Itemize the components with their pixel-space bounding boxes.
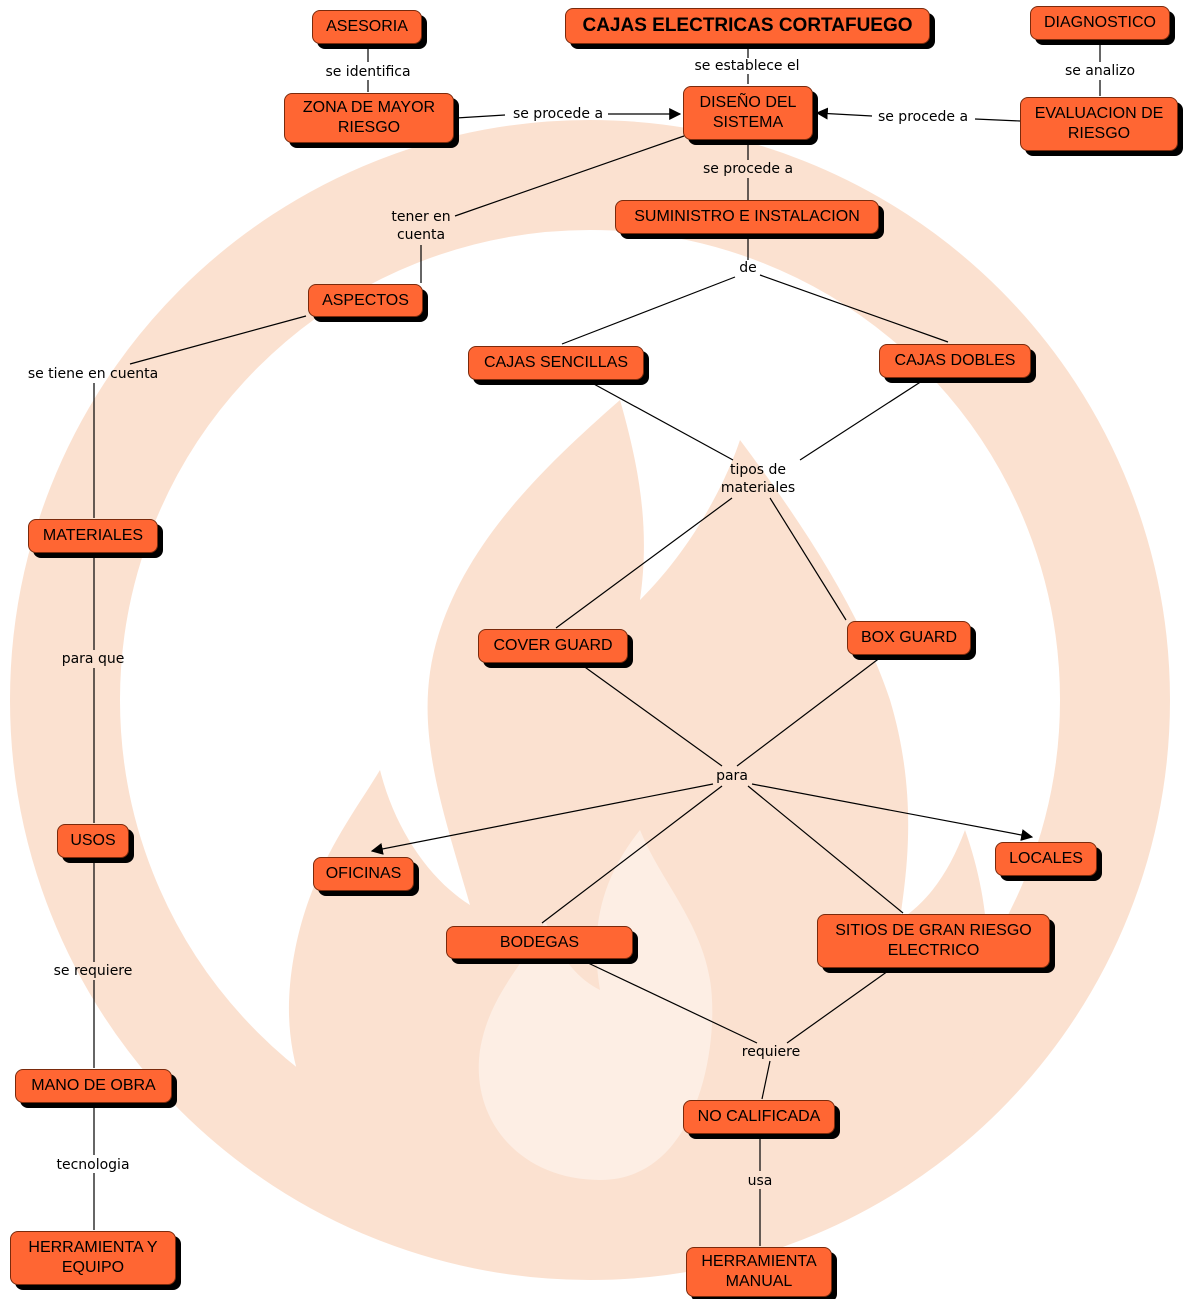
oficinas-node[interactable]: OFICINAS (313, 857, 414, 891)
link-tipos-materiales: tipos de materiales (720, 462, 796, 496)
connector (129, 315, 307, 365)
connector (759, 274, 949, 343)
connector (581, 664, 723, 767)
cajas-sencillas-node[interactable]: CAJAS SENCILLAS (468, 346, 644, 380)
link-tener-en-cuenta: tener en cuenta (391, 209, 451, 243)
diseno-sistema-node[interactable]: DISEÑO DEL SISTEMA (683, 86, 813, 140)
connector (736, 656, 882, 767)
sitios-gran-riesgo-node[interactable]: SITIOS DE GRAN RIESGO ELECTRICO (817, 914, 1050, 968)
usos-node[interactable]: USOS (57, 824, 129, 858)
connector (769, 497, 847, 621)
suministro-instalacion-node[interactable]: SUMINISTRO E INSTALACION (615, 200, 879, 234)
connector (561, 276, 736, 345)
cover-guard-node[interactable]: COVER GUARD (478, 629, 628, 663)
link-para: para (716, 768, 748, 784)
link-se-tiene-en-cuenta: se tiene en cuenta (27, 366, 159, 382)
link-se-establece: se establece el (694, 58, 800, 74)
mano-de-obra-node[interactable]: MANO DE OBRA (15, 1069, 172, 1103)
link-se-procede-right: se procede a (877, 109, 969, 125)
link-requiere: requiere (741, 1044, 801, 1060)
link-de: de (739, 260, 757, 276)
connector (747, 785, 904, 914)
connector-arrow (370, 783, 714, 855)
link-tecnologia: tecnologia (56, 1157, 130, 1173)
link-se-procede-left: se procede a (512, 106, 604, 122)
connector (761, 1060, 771, 1100)
connector (455, 114, 506, 119)
evaluacion-riesgo-node[interactable]: EVALUACION DE RIESGO (1020, 97, 1178, 151)
asesoria-node[interactable]: ASESORIA (312, 10, 422, 44)
no-calificada-node[interactable]: NO CALIFICADA (683, 1100, 835, 1134)
connector (974, 118, 1021, 122)
aspectos-node[interactable]: ASPECTOS (308, 284, 423, 317)
zona-mayor-riesgo-node[interactable]: ZONA DE MAYOR RIESGO (284, 93, 454, 143)
connector (591, 382, 734, 461)
link-se-identifica: se identifica (325, 64, 411, 80)
link-se-requiere: se requiere (53, 963, 133, 979)
connector (555, 497, 733, 629)
box-guard-node[interactable]: BOX GUARD (847, 621, 971, 655)
locales-node[interactable]: LOCALES (995, 842, 1097, 876)
link-se-procede-down: se procede a (702, 161, 794, 177)
title-node[interactable]: CAJAS ELECTRICAS CORTAFUEGO (565, 8, 930, 44)
connector (585, 961, 758, 1044)
materiales-node[interactable]: MATERIALES (28, 519, 158, 553)
link-usa: usa (747, 1173, 773, 1189)
connector-arrow (815, 107, 873, 120)
connector (454, 135, 685, 217)
connector (799, 380, 923, 461)
cajas-dobles-node[interactable]: CAJAS DOBLES (879, 344, 1031, 378)
link-se-analizo: se analizo (1064, 63, 1136, 79)
herramienta-manual-node[interactable]: HERRAMIENTA MANUAL (686, 1247, 832, 1297)
herramienta-equipo-node[interactable]: HERRAMIENTA Y EQUIPO (10, 1231, 176, 1285)
link-para-que: para que (61, 651, 125, 667)
connector (541, 785, 723, 924)
watermark-flame-inner (478, 830, 713, 1180)
connector (786, 970, 889, 1044)
bodegas-node[interactable]: BODEGAS (446, 926, 633, 959)
connector-arrow (751, 783, 1034, 841)
diagnostico-node[interactable]: DIAGNOSTICO (1030, 6, 1170, 40)
